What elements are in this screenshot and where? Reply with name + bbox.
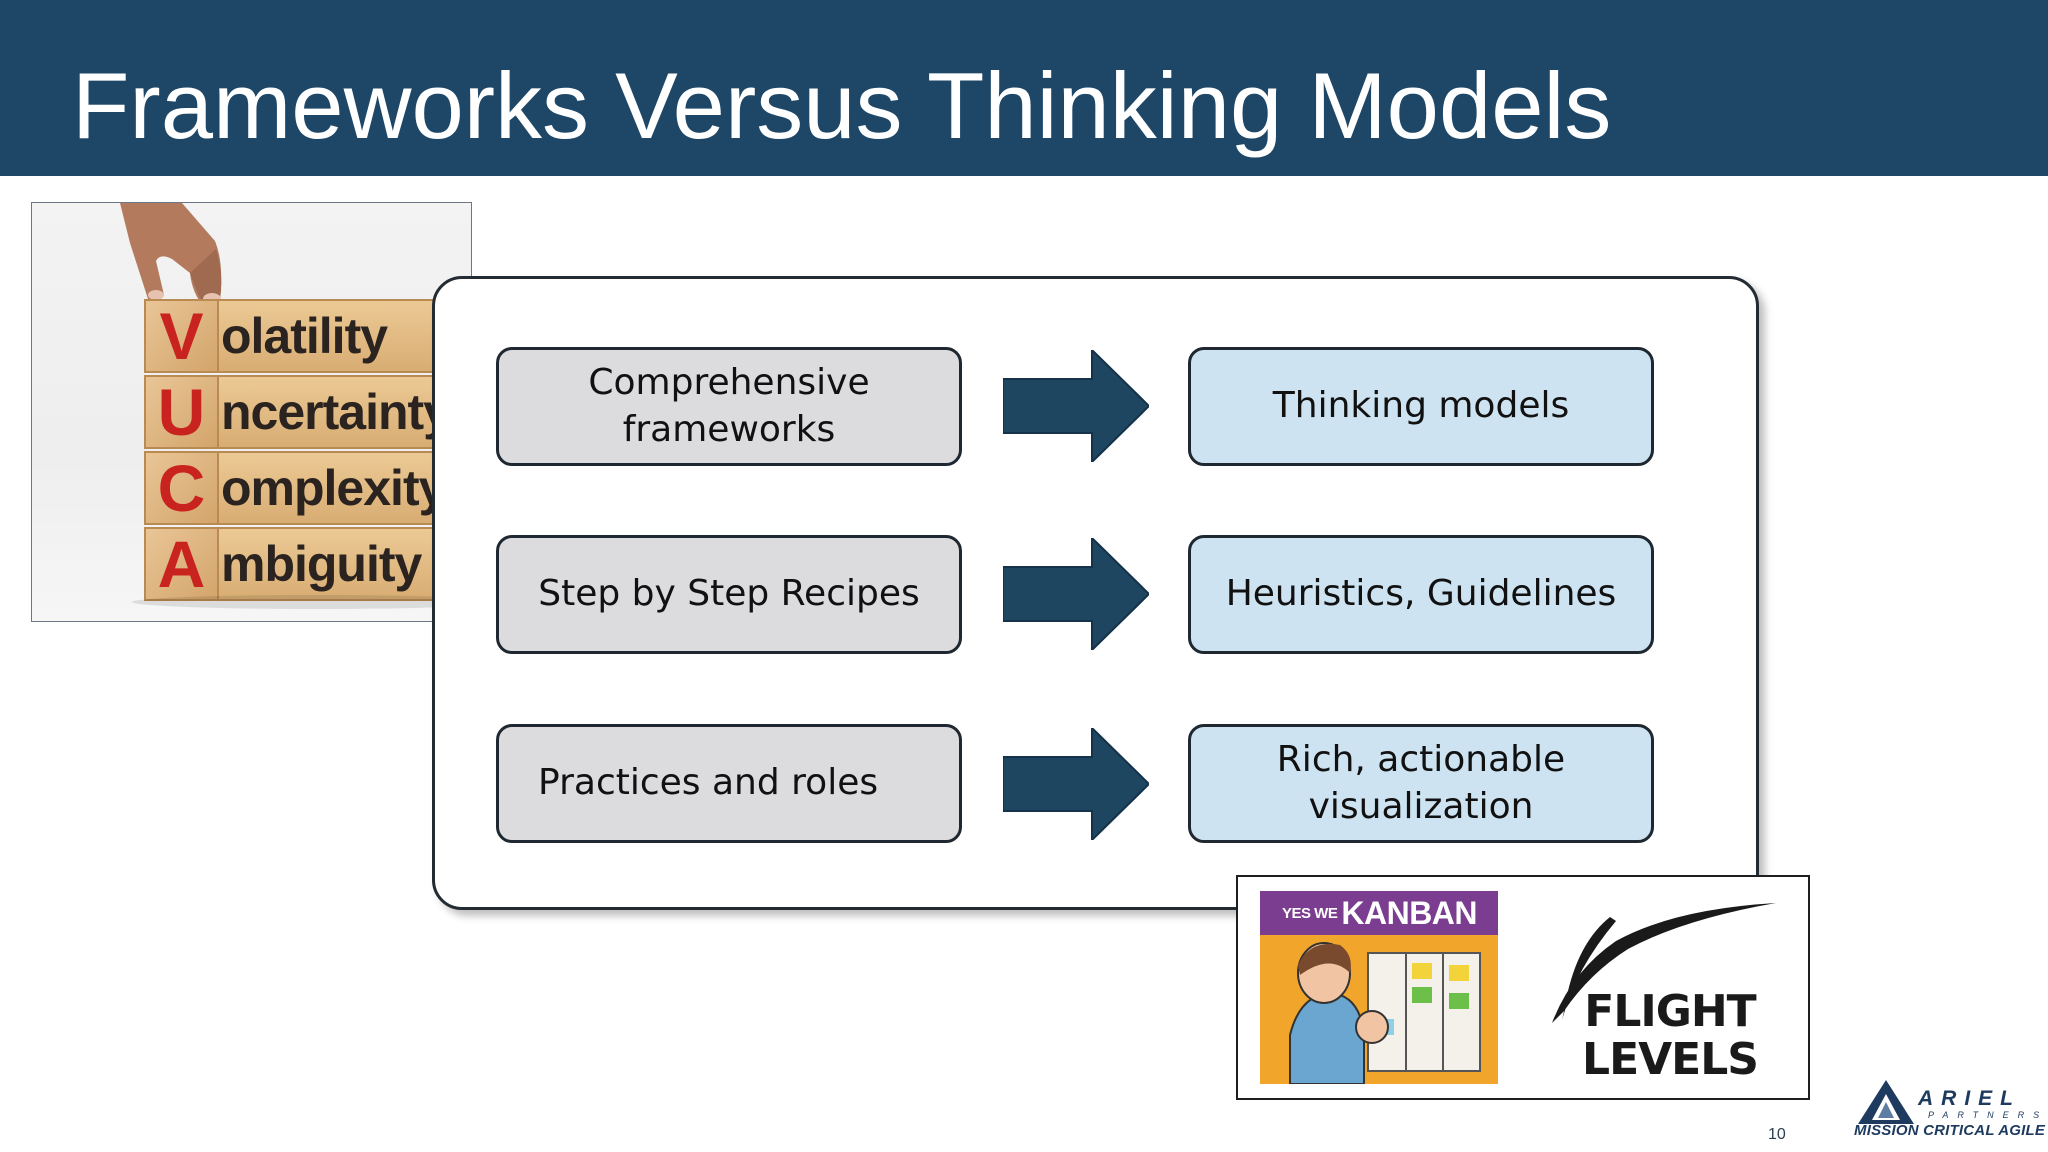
vuca-blocks-image: V olatility U ncertainty C omplexity A m… (31, 202, 472, 622)
kanban-illustration (1289, 942, 1481, 1084)
right-arrow-icon (1003, 728, 1149, 840)
vuca-letter: A (144, 527, 219, 601)
kanban-banner: YES WE KANBAN (1260, 891, 1498, 935)
framework-box: Step by Step Recipes (496, 535, 962, 654)
slide-title: Frameworks Versus Thinking Models (72, 53, 1612, 158)
page-number: 10 (1768, 1126, 1786, 1143)
yes-we-kanban-logo: YES WE KANBAN (1260, 891, 1498, 1084)
vuca-letter: V (144, 299, 219, 373)
vuca-row: U ncertainty (144, 375, 455, 451)
framework-box: Comprehensive frameworks (496, 347, 962, 466)
vuca-word: mbiguity (219, 527, 455, 601)
thinking-model-box: Thinking models (1188, 347, 1654, 466)
thinking-model-box: Heuristics, Guidelines (1188, 535, 1654, 654)
hand-icon (120, 203, 222, 307)
kanban-yes-text: YES WE (1282, 904, 1338, 922)
vuca-letter: C (144, 451, 219, 525)
thinking-model-box: Rich, actionable visualization (1188, 724, 1654, 843)
block-shadow (132, 595, 471, 609)
flight-levels-text: FLIGHT LEVELS (1570, 988, 1770, 1083)
title-banner: Frameworks Versus Thinking Models (0, 0, 2048, 176)
kanban-word-text: KANBAN (1341, 894, 1478, 931)
vuca-word: ncertainty (219, 375, 455, 449)
ariel-company-name: ARIEL (1918, 1087, 2021, 1110)
vuca-word: olatility (219, 299, 455, 373)
ariel-mountain-icon (1858, 1080, 1914, 1124)
flight-swoosh-icon (1552, 903, 1776, 1023)
vuca-word: omplexity (219, 451, 455, 525)
right-arrow-icon (1003, 350, 1149, 462)
logos-box: YES WE KANBAN FLIGHT LEVELS (1236, 875, 1810, 1100)
ariel-partners-text: PARTNERS (1928, 1110, 2048, 1120)
vuca-letter: U (144, 375, 219, 449)
framework-box: Practices and roles (496, 724, 962, 843)
flight-levels-logo: FLIGHT LEVELS (1544, 901, 1784, 1083)
ariel-partners-logo: ARIEL PARTNERS MISSION CRITICAL AGILE (1852, 1080, 2045, 1144)
flight-text-line1: FLIGHT (1584, 986, 1756, 1037)
right-arrow-icon (1003, 538, 1149, 650)
flight-text-line2: LEVELS (1582, 1033, 1759, 1085)
vuca-row: A mbiguity (144, 527, 455, 603)
vuca-row: V olatility (144, 299, 455, 375)
ariel-tagline: MISSION CRITICAL AGILE (1854, 1122, 2046, 1139)
vuca-row: C omplexity (144, 451, 455, 527)
